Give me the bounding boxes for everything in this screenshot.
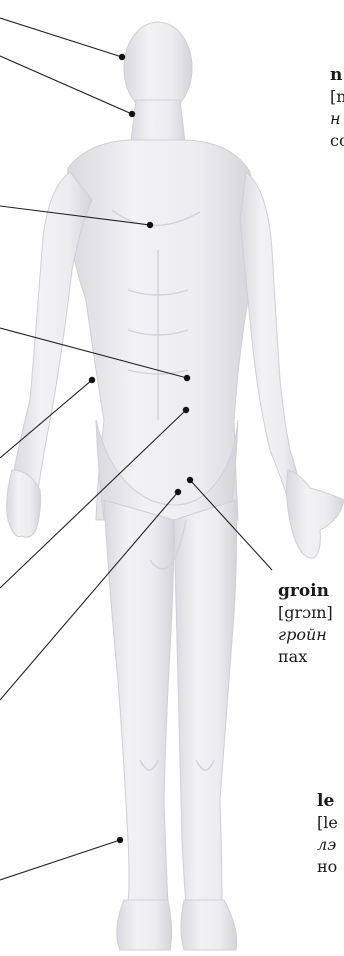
- dot-calf: [117, 837, 123, 843]
- torso: [67, 140, 256, 520]
- label-groin-translation: пах: [278, 646, 333, 668]
- body-figure: [7, 22, 344, 950]
- left-hand: [287, 470, 344, 558]
- dot-thigh: [175, 489, 181, 495]
- label-groin: groin [grɔɪn] гройн пах: [278, 580, 333, 668]
- dot-hip: [89, 377, 95, 383]
- right-arm: [13, 172, 92, 520]
- label-neck-translation: со: [330, 130, 344, 152]
- label-groin-ipa: [grɔɪn]: [278, 602, 333, 624]
- label-leg: le [le лэ но: [317, 790, 338, 878]
- label-neck: n [n н со: [330, 64, 344, 152]
- label-neck-ru: н: [330, 108, 344, 130]
- left-leg: [174, 500, 237, 905]
- leader-neck: [0, 56, 132, 114]
- label-leg-translation: но: [317, 856, 338, 878]
- right-leg: [104, 500, 174, 905]
- label-groin-ru: гройн: [278, 624, 333, 646]
- left-arm: [240, 172, 302, 505]
- right-foot: [117, 900, 172, 950]
- label-groin-word: groin: [278, 580, 333, 602]
- label-leg-ru: лэ: [317, 834, 338, 856]
- left-foot: [181, 900, 237, 950]
- dot-pelvis: [183, 407, 189, 413]
- label-leg-ipa: [le: [317, 812, 338, 834]
- label-neck-ipa: [n: [330, 86, 344, 108]
- dot-abdomen: [184, 375, 190, 381]
- dot-chest: [147, 222, 153, 228]
- label-neck-word: n: [330, 64, 344, 86]
- dot-neck: [129, 111, 135, 117]
- dot-head: [119, 54, 125, 60]
- leader-calf: [0, 840, 120, 880]
- label-leg-word: le: [317, 790, 338, 812]
- dot-groin: [187, 477, 193, 483]
- leader-head: [0, 18, 122, 57]
